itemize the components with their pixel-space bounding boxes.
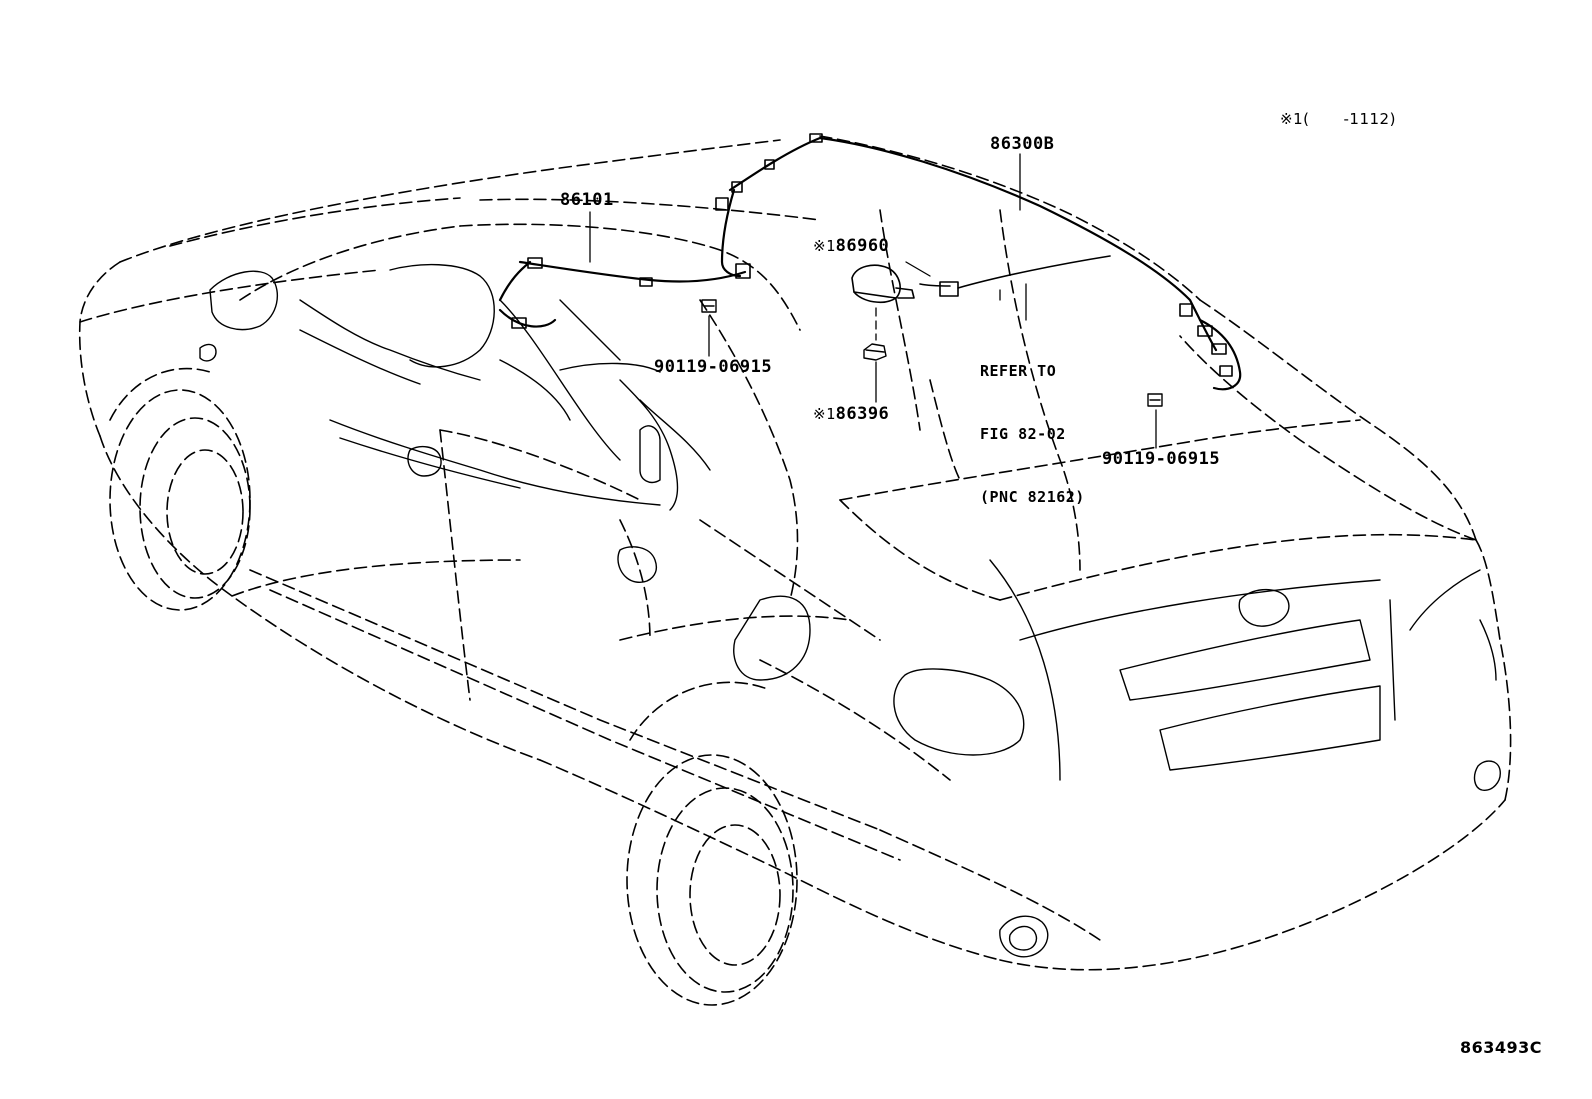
- figure-code: 863493C: [1460, 1038, 1543, 1057]
- car-body-outline: [78, 135, 1512, 971]
- interior-details: [199, 263, 1501, 958]
- screw-rear: [1147, 393, 1163, 407]
- roof-antenna: [851, 255, 1111, 304]
- callout-86960: ※186960: [813, 238, 889, 255]
- header-note: ※1( -1112): [1280, 112, 1396, 127]
- cabin-lines: [239, 209, 1081, 781]
- callout-screw-rear: 90119-06915: [1102, 449, 1221, 469]
- callout-86101: 86101: [560, 190, 614, 210]
- header-note-open: (: [1303, 110, 1310, 128]
- header-note-range: -1112): [1343, 110, 1396, 128]
- header-note-mark: ※1: [1280, 110, 1304, 128]
- cushion-mark: ※1: [813, 405, 836, 423]
- antenna-mark: ※1: [813, 237, 836, 255]
- harness-connectors: [511, 133, 1233, 377]
- refer-line1: REFER TO: [980, 362, 1057, 380]
- refer-line3: (PNC 82162): [980, 488, 1085, 506]
- refer-note: REFER TO FIG 82-02 (PNC 82162): [980, 319, 1085, 529]
- refer-line2: FIG 82-02: [980, 425, 1066, 443]
- callout-86300b: 86300B: [990, 134, 1055, 154]
- antenna-cushion: [863, 343, 887, 361]
- cushion-part-number: 86396: [835, 404, 890, 424]
- rear-wheel: [626, 681, 798, 1006]
- leader-lines: [589, 153, 1157, 449]
- front-wheel: [109, 367, 251, 611]
- callout-86396: ※186396: [813, 406, 889, 423]
- roof-wire-harness: [498, 136, 1242, 391]
- antenna-part-number: 86960: [835, 236, 890, 256]
- screw-front: [701, 299, 717, 313]
- callout-screw-front: 90119-06915: [654, 357, 773, 377]
